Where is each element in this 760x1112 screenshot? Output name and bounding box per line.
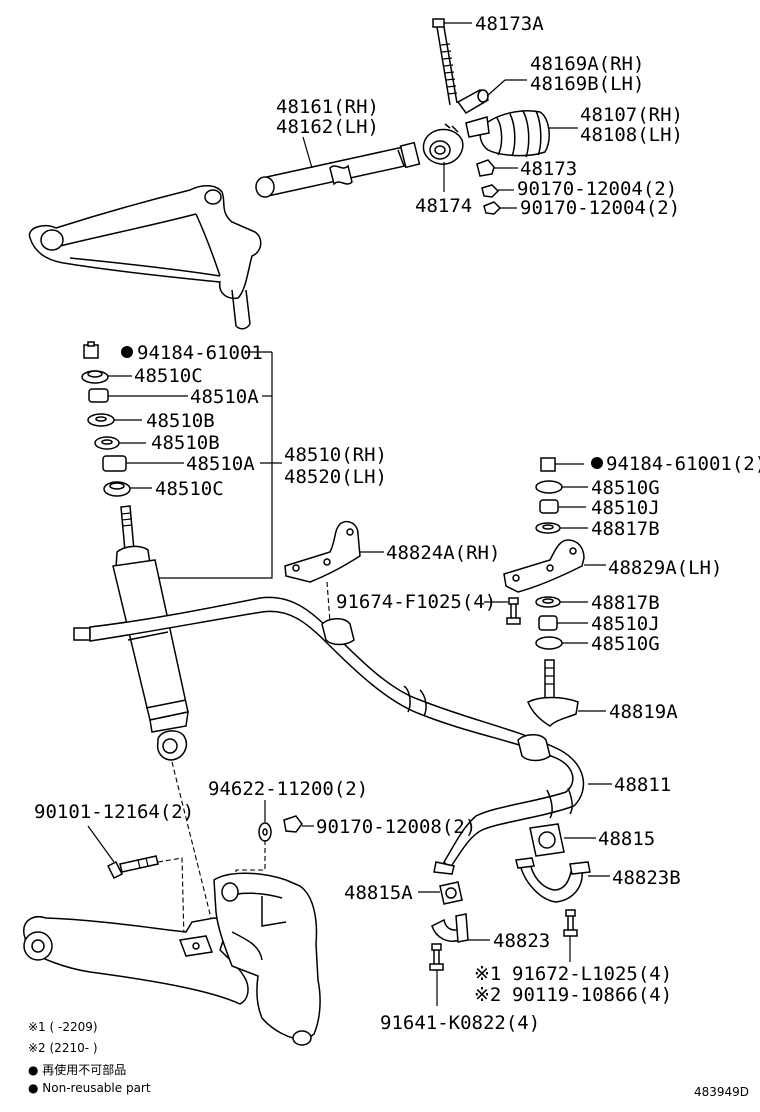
label-48823B: 48823B xyxy=(612,867,681,889)
label-48829A: 48829A(LH) xyxy=(608,557,722,579)
diagram-id: 483949D xyxy=(694,1085,749,1099)
label-48824A: 48824A(RH) xyxy=(386,542,500,564)
label-48510J-1: 48510J xyxy=(591,497,660,519)
label-48819A: 48819A xyxy=(609,701,678,723)
note-4: ● Non-reusable part xyxy=(28,1081,151,1095)
shock-absorber xyxy=(112,505,189,761)
label-48510B-2: 48510B xyxy=(151,432,220,454)
mark-1: ※1 xyxy=(474,963,501,985)
label-91672: 91672-L1025(4) xyxy=(512,963,672,985)
upper-control-arm xyxy=(28,185,262,330)
nut-90170-a xyxy=(481,184,500,198)
label-48169B: 48169B(LH) xyxy=(530,73,644,95)
label-48817B-1: 48817B xyxy=(591,518,660,540)
washer-48817B-1 xyxy=(535,522,561,534)
bushing-48815A xyxy=(439,881,463,905)
label-94184-left: 94184-61001 xyxy=(137,342,263,364)
cushion-48510C-1 xyxy=(81,370,109,384)
label-48811: 48811 xyxy=(614,774,671,796)
label-48823: 48823 xyxy=(493,930,550,952)
bolt-91672 xyxy=(563,909,578,937)
torsion-bar-48161 xyxy=(255,141,421,198)
label-91641: 91641-K0822(4) xyxy=(380,1012,540,1034)
bracket-48829A xyxy=(503,539,585,593)
label-48162: 48162(LH) xyxy=(276,116,379,138)
label-48510G-2: 48510G xyxy=(591,633,660,655)
nut-94184-right xyxy=(540,457,556,472)
nut-90170-b xyxy=(483,201,502,215)
note-3: ● 再使用不可部品 xyxy=(28,1062,126,1077)
lower-control-arm xyxy=(23,872,321,1046)
label-48520LH: 48520(LH) xyxy=(284,466,387,488)
label-48817B-2: 48817B xyxy=(591,592,660,614)
label-94184-right: 94184-61001(2) xyxy=(606,453,760,475)
label-48173A: 48173A xyxy=(475,13,544,35)
label-48815: 48815 xyxy=(598,828,655,850)
nut-90170-c xyxy=(283,815,303,833)
bushing-48510A-1 xyxy=(88,388,109,403)
bushing-48815 xyxy=(529,823,565,857)
nut-48173 xyxy=(476,159,495,177)
label-90170-c: 90170-12008(2) xyxy=(316,816,476,838)
label-48510A-1: 48510A xyxy=(190,386,259,408)
washer-48817B-2 xyxy=(535,596,561,608)
label-48510B-1: 48510B xyxy=(146,410,215,432)
label-48510G-1: 48510G xyxy=(591,477,660,499)
stabilizer-bar-48811 xyxy=(73,596,585,875)
label-48510C-1: 48510C xyxy=(134,365,203,387)
washer-48510B-2 xyxy=(94,436,120,450)
bolt-48173A xyxy=(432,18,458,106)
boot-48107 xyxy=(465,110,550,158)
label-90119: 90119-10866(4) xyxy=(512,984,672,1006)
label-48510RH: 48510(RH) xyxy=(284,444,387,466)
bracket-48823 xyxy=(431,913,469,943)
bushing-48510J-1 xyxy=(539,499,559,514)
label-48169A: 48169A(RH) xyxy=(530,53,644,75)
nut-94184-left xyxy=(83,341,99,359)
label-48173: 48173 xyxy=(520,158,577,180)
mark-2: ※2 xyxy=(474,984,501,1006)
label-48510C-2: 48510C xyxy=(155,478,224,500)
label-48107: 48107(RH) xyxy=(580,104,683,126)
cushion-48510G-1 xyxy=(535,480,563,494)
bushing-48169A xyxy=(456,89,490,114)
cushion-48510G-2 xyxy=(535,636,563,650)
washer-94622 xyxy=(258,822,272,842)
label-48510A-2: 48510A xyxy=(186,453,255,475)
bracket-48824A xyxy=(284,520,361,583)
bracket-48823B xyxy=(515,857,591,903)
washer-48510B-1 xyxy=(87,413,115,427)
bushing-48510A-2 xyxy=(102,455,127,472)
bolt-91674 xyxy=(506,597,521,625)
label-48108: 48108(LH) xyxy=(580,124,683,146)
bolt-90101 xyxy=(106,855,159,880)
note-1: ※1 ( -2209) xyxy=(28,1020,98,1034)
label-91674: 91674-F1025(4) xyxy=(336,591,496,613)
anchor-arm-48174 xyxy=(422,123,464,165)
bushing-48510J-2 xyxy=(538,615,558,631)
label-94622: 94622-11200(2) xyxy=(208,778,368,800)
label-90101: 90101-12164(2) xyxy=(34,801,194,823)
label-48510J-2: 48510J xyxy=(591,613,660,635)
link-48819A xyxy=(527,659,579,727)
label-48815A: 48815A xyxy=(344,882,413,904)
cushion-48510C-2 xyxy=(103,481,131,497)
bolt-91641 xyxy=(429,943,444,971)
label-48174: 48174 xyxy=(415,195,472,217)
label-48161: 48161(RH) xyxy=(276,96,379,118)
label-90170-b: 90170-12004(2) xyxy=(520,197,680,219)
note-2: ※2 (2210- ) xyxy=(28,1041,98,1055)
label-90170-a: 90170-12004(2) xyxy=(517,178,677,200)
